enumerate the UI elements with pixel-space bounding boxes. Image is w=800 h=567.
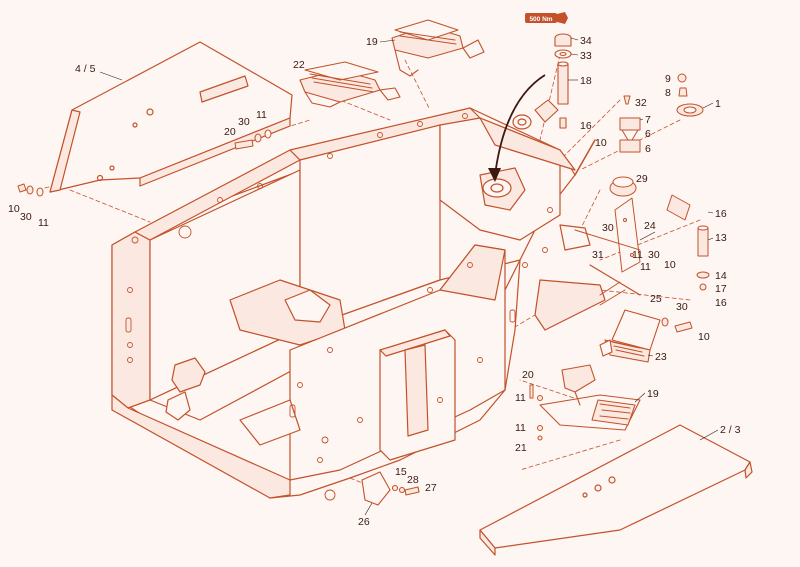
hood-fasteners (234, 129, 272, 150)
part-label: 23 (655, 351, 667, 363)
part-label: 29 (636, 173, 648, 185)
part-label: 16 (715, 297, 727, 309)
frame-mounting-holes (125, 113, 553, 501)
part-label: 18 (580, 75, 592, 87)
part-label: 27 (425, 482, 437, 494)
part-label: 13 (715, 232, 727, 244)
part-label: 20 (224, 126, 236, 138)
left-fasteners (17, 183, 44, 197)
part-label: 21 (515, 442, 527, 454)
floor-panel (479, 424, 753, 556)
bottom-cap-26 (361, 471, 420, 506)
part-label: 7 (645, 114, 651, 126)
part-label: 11 (38, 217, 49, 229)
part-label: 14 (715, 270, 727, 282)
torque-value: 500 Nm (529, 16, 552, 23)
part-label: 4 / 5 (75, 63, 96, 75)
part-label: 10 (698, 331, 710, 343)
part-labels: 4 / 5 22 19 34 33 18 9 8 1 32 7 6 6 16 1… (8, 35, 741, 528)
part-label: 15 (395, 466, 407, 478)
part-label: 6 (645, 128, 651, 140)
label-leader-lines (364, 37, 719, 516)
hood-panel (49, 41, 293, 193)
right-fasteners (529, 317, 693, 441)
part-label: 11 (640, 261, 651, 273)
part-label: 11 (515, 422, 526, 434)
assembly-arrow (494, 74, 546, 176)
part-label: 17 (715, 283, 727, 295)
part-label: 1 (715, 98, 721, 110)
part-label: 19 (647, 388, 659, 400)
part-label: 11 (515, 392, 526, 404)
step-part-22 (299, 61, 401, 108)
part-label: 10 (8, 203, 20, 215)
part-label: 11 (256, 109, 267, 121)
part-label: 16 (715, 208, 727, 220)
part-label: 34 (580, 35, 592, 47)
part-label: 9 (665, 73, 671, 85)
part-label: 11 (632, 249, 643, 261)
part-label: 33 (580, 50, 592, 62)
part-label: 32 (635, 97, 647, 109)
part-label: 2 / 3 (720, 424, 741, 436)
part-label: 25 (650, 293, 662, 305)
part-label: 31 (592, 249, 604, 261)
part-label: 10 (664, 259, 676, 271)
part-label: 30 (238, 116, 250, 128)
part-label: 30 (20, 211, 32, 223)
part-label: 10 (595, 137, 607, 149)
part-label: 24 (644, 220, 656, 232)
arrow-head-icon (488, 168, 501, 182)
part-label: 28 (407, 474, 419, 486)
part-label: 22 (293, 59, 305, 71)
right-small-parts (574, 73, 704, 176)
part-label: 26 (358, 516, 370, 528)
part-label: 30 (602, 222, 614, 234)
step-part-19-upper (391, 19, 485, 77)
torque-badge: 500 Nm (525, 12, 568, 24)
part-label: 8 (665, 87, 671, 99)
part-label: 19 (366, 36, 378, 48)
part-label: 30 (648, 249, 660, 261)
wrench-icon (557, 12, 568, 24)
part-label: 20 (522, 369, 534, 381)
part-label: 6 (645, 143, 651, 155)
chassis-frame (111, 107, 606, 499)
right-mid-parts (574, 176, 710, 306)
part-label: 30 (676, 301, 688, 313)
step-part-19-lower (539, 364, 641, 431)
torque-badge-bg (525, 13, 557, 23)
part-label: 16 (580, 120, 592, 132)
step-part-23 (599, 309, 661, 363)
